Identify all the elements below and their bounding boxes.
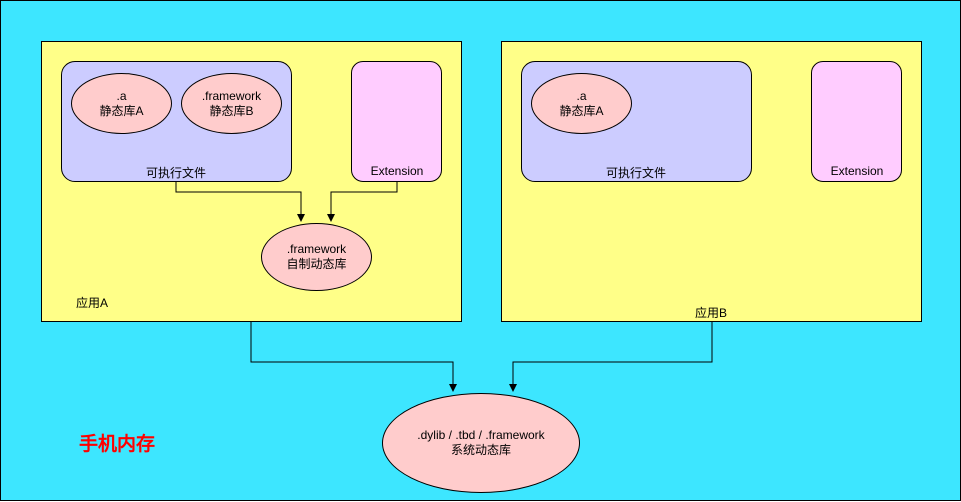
app-a-static-lib-b-type: .framework (201, 88, 262, 103)
app-b-extension-box (811, 61, 902, 182)
app-b-extension-label: Extension (830, 164, 884, 178)
app-a-extension-label: Extension (370, 164, 424, 178)
app-a-custom-dylib: .framework 自制动态库 (261, 223, 372, 291)
app-a-static-lib-a: .a 静态库A (71, 73, 172, 134)
app-a-extension-box (351, 61, 442, 182)
app-b-label: 应用B (694, 306, 728, 320)
app-a-static-lib-b-name: 静态库B (209, 103, 254, 118)
app-a-executable-label: 可执行文件 (145, 166, 207, 180)
app-b-static-lib-a-name: 静态库A (559, 103, 604, 118)
app-a-static-lib-a-name: 静态库A (99, 103, 144, 118)
app-a-custom-dylib-name: 自制动态库 (286, 257, 347, 271)
app-b-static-lib-a-type: .a (576, 88, 587, 103)
app-a-custom-dylib-type: .framework (286, 242, 347, 256)
app-b-to-system-dylib-arrow (509, 322, 713, 392)
system-dylib-name: 系统动态库 (450, 443, 511, 457)
app-a-static-lib-b: .framework 静态库B (181, 73, 282, 134)
app-a-to-system-dylib-arrow (250, 322, 457, 392)
app-a-static-lib-a-type: .a (116, 88, 127, 103)
system-dylib: .dylib / .tbd / .framework 系统动态库 (382, 393, 580, 493)
app-b-static-lib-a: .a 静态库A (531, 73, 632, 134)
memory-title: 手机内存 (79, 434, 156, 455)
app-a-label: 应用A (76, 296, 109, 310)
system-dylib-types: .dylib / .tbd / .framework (417, 428, 545, 442)
app-b-executable-label: 可执行文件 (605, 166, 667, 180)
